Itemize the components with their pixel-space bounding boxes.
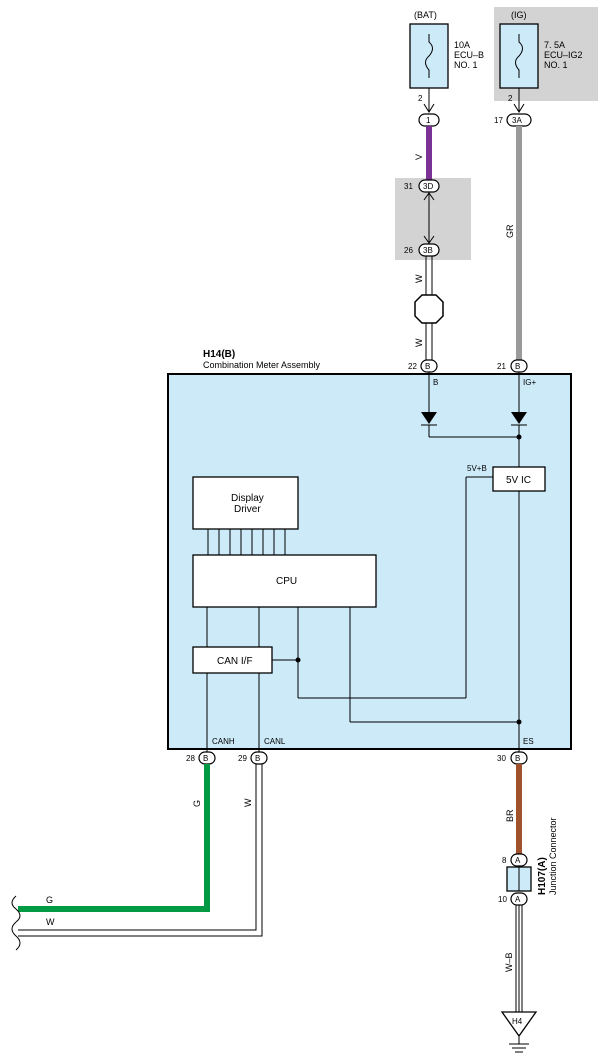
- junction-pin-top-conn: A: [515, 856, 521, 865]
- ig-fuse-pin: 2: [508, 94, 513, 103]
- wire-label-w-end: W: [46, 917, 55, 927]
- diode-b: [421, 412, 437, 424]
- meter-pin-ig-number: 21: [497, 362, 506, 371]
- bat-source-label: (BAT): [414, 10, 437, 20]
- wire-break-mark-1: [11, 895, 21, 923]
- meter-pin-b-number: 22: [408, 362, 417, 371]
- ic-5v-output-label: 5V+B: [467, 464, 487, 473]
- display-driver-label-1: Display: [231, 493, 264, 504]
- meter-label-es: ES: [523, 737, 534, 746]
- ground-label: H4: [512, 1017, 523, 1026]
- meter-pin-canh-conn: B: [203, 754, 208, 763]
- ig-fuse-element: [515, 34, 523, 78]
- connector-3b-label: 3B: [423, 246, 433, 255]
- bat-fuse-number: NO. 1: [454, 60, 478, 70]
- wire-label-wb: W–B: [504, 952, 514, 972]
- wire-label-gr: GR: [505, 224, 515, 238]
- meter-pin-canl-number: 29: [238, 754, 247, 763]
- bat-fuse-pin: 2: [418, 94, 423, 103]
- ig-fuse-number: NO. 1: [544, 60, 568, 70]
- bat-fuse-name: ECU–B: [454, 50, 484, 60]
- display-driver-label-2: Driver: [234, 504, 261, 515]
- connector-3b-number: 26: [404, 246, 413, 255]
- meter-pin-canh-number: 28: [186, 754, 195, 763]
- wire-label-g-end: G: [46, 895, 53, 905]
- meter-pin-b-conn: B: [425, 362, 430, 371]
- wire-label-w3: W: [243, 798, 253, 807]
- meter-label-b: B: [433, 378, 438, 387]
- meter-label-ig: IG+: [523, 378, 536, 387]
- meter-name: Combination Meter Assembly: [203, 360, 321, 370]
- bat-fuse-element: [425, 34, 433, 78]
- junction-id: H107(A): [537, 857, 548, 895]
- connector-3d-label: 3D: [423, 182, 433, 191]
- diode-ig: [511, 412, 527, 424]
- meter-label-canl: CANL: [264, 737, 286, 746]
- bat-junction-pin-label: 1: [426, 116, 431, 125]
- junction-pin-top: [510, 853, 528, 867]
- ig-junction-pin-number: 17: [494, 116, 503, 125]
- wire-label-br: BR: [505, 809, 515, 822]
- can-interface: [192, 646, 273, 674]
- display-bus: [207, 529, 286, 555]
- wire-label-g: G: [192, 800, 202, 807]
- meter-pin-es-number: 30: [497, 754, 506, 763]
- ig-source-label: (IG): [511, 10, 527, 20]
- wire-white-canl: [18, 764, 263, 937]
- wire-label-v: V: [414, 154, 424, 160]
- wire-label-w2: W: [414, 338, 424, 347]
- cpu: [192, 554, 377, 608]
- display-driver: [192, 476, 299, 530]
- ig-junction-pin-label: 3A: [512, 116, 522, 125]
- meter-pin-canl: [250, 751, 268, 765]
- bat-fuse-rating: 10A: [454, 40, 470, 50]
- ground-point: [500, 1011, 538, 1038]
- wire-break-mark-2: [11, 921, 21, 951]
- can-interface-label: CAN I/F: [217, 656, 253, 667]
- splice-octagon: [414, 294, 444, 324]
- junction-name: Junction Connector: [548, 817, 558, 895]
- meter-pin-canl-conn: B: [255, 754, 260, 763]
- meter-pin-ig-conn: B: [515, 362, 520, 371]
- ig-fuse-name: ECU–IG2: [544, 50, 583, 60]
- ig-fuse-rating: 7. 5A: [544, 40, 565, 50]
- junction-pin-bottom-conn: A: [515, 895, 521, 904]
- cpu-label: CPU: [276, 576, 297, 587]
- connector-3b: [418, 243, 440, 257]
- meter-pin-es-conn: B: [515, 754, 520, 763]
- junction-pin-top-number: 8: [502, 856, 507, 865]
- wire-green-canh: [18, 764, 210, 912]
- ic-5v-label: 5V IC: [506, 475, 531, 486]
- meter-label-canh: CANH: [212, 737, 235, 746]
- wire-label-w1: W: [414, 274, 424, 283]
- connector-3d-number: 31: [404, 182, 413, 191]
- junction-pin-bottom-number: 10: [498, 895, 507, 904]
- meter-id: H14(B): [203, 349, 235, 360]
